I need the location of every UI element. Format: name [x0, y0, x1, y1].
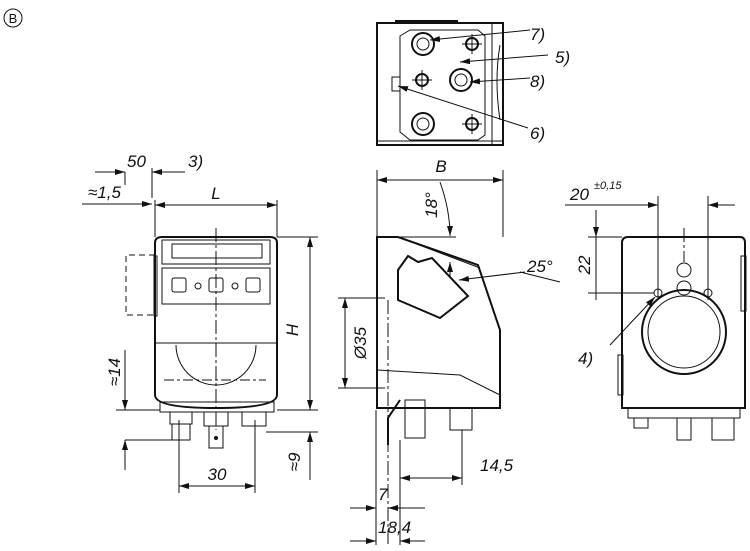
variant-badge: B: [3, 8, 23, 28]
mounting-hole-icon: [412, 70, 432, 90]
front-view: L 50 3) ≈1,5 H ≈14 ≈9 30: [82, 152, 318, 493]
dim-50: 50: [127, 152, 146, 171]
variant-label: B: [9, 11, 18, 26]
dim-B: B: [435, 157, 446, 176]
rear-view: 20 ±0,15 22 4): [565, 180, 747, 441]
connector-icon: [449, 68, 473, 92]
callout-5: 5): [555, 48, 570, 67]
dim-14-5: 14,5: [480, 456, 514, 475]
dim-approx-14: ≈14: [105, 358, 124, 386]
callout-4: 4): [578, 349, 593, 368]
dim-approx-1-5: ≈1,5: [88, 183, 122, 202]
dim-7: 7: [378, 485, 388, 504]
dim-L: L: [211, 184, 220, 203]
angle-18: 18°: [422, 192, 441, 218]
top-view: 7) 5) 8) 6): [376, 20, 570, 146]
mounting-hole-icon: [462, 34, 482, 54]
dim-H: H: [283, 323, 302, 336]
connector-icon: [411, 32, 435, 56]
tolerance-20: ±0,15: [594, 180, 622, 192]
callout-8: 8): [530, 72, 545, 91]
mounting-hole-icon: [462, 114, 482, 134]
dim-dia-35: Ø35: [351, 326, 370, 360]
callout-6: 6): [530, 124, 545, 143]
dim-30: 30: [208, 465, 227, 484]
dim-approx-9: ≈9: [285, 452, 304, 471]
connector-icon: [411, 112, 435, 136]
side-view: B 18° 25° Ø35 14,5 7 18,4: [338, 157, 561, 545]
angle-25: 25°: [526, 257, 553, 276]
note-3: 3): [188, 152, 203, 171]
dim-22: 22: [575, 255, 594, 275]
callout-7: 7): [530, 25, 545, 44]
dim-20: 20: [569, 185, 589, 204]
dim-18-4: 18,4: [378, 518, 411, 537]
